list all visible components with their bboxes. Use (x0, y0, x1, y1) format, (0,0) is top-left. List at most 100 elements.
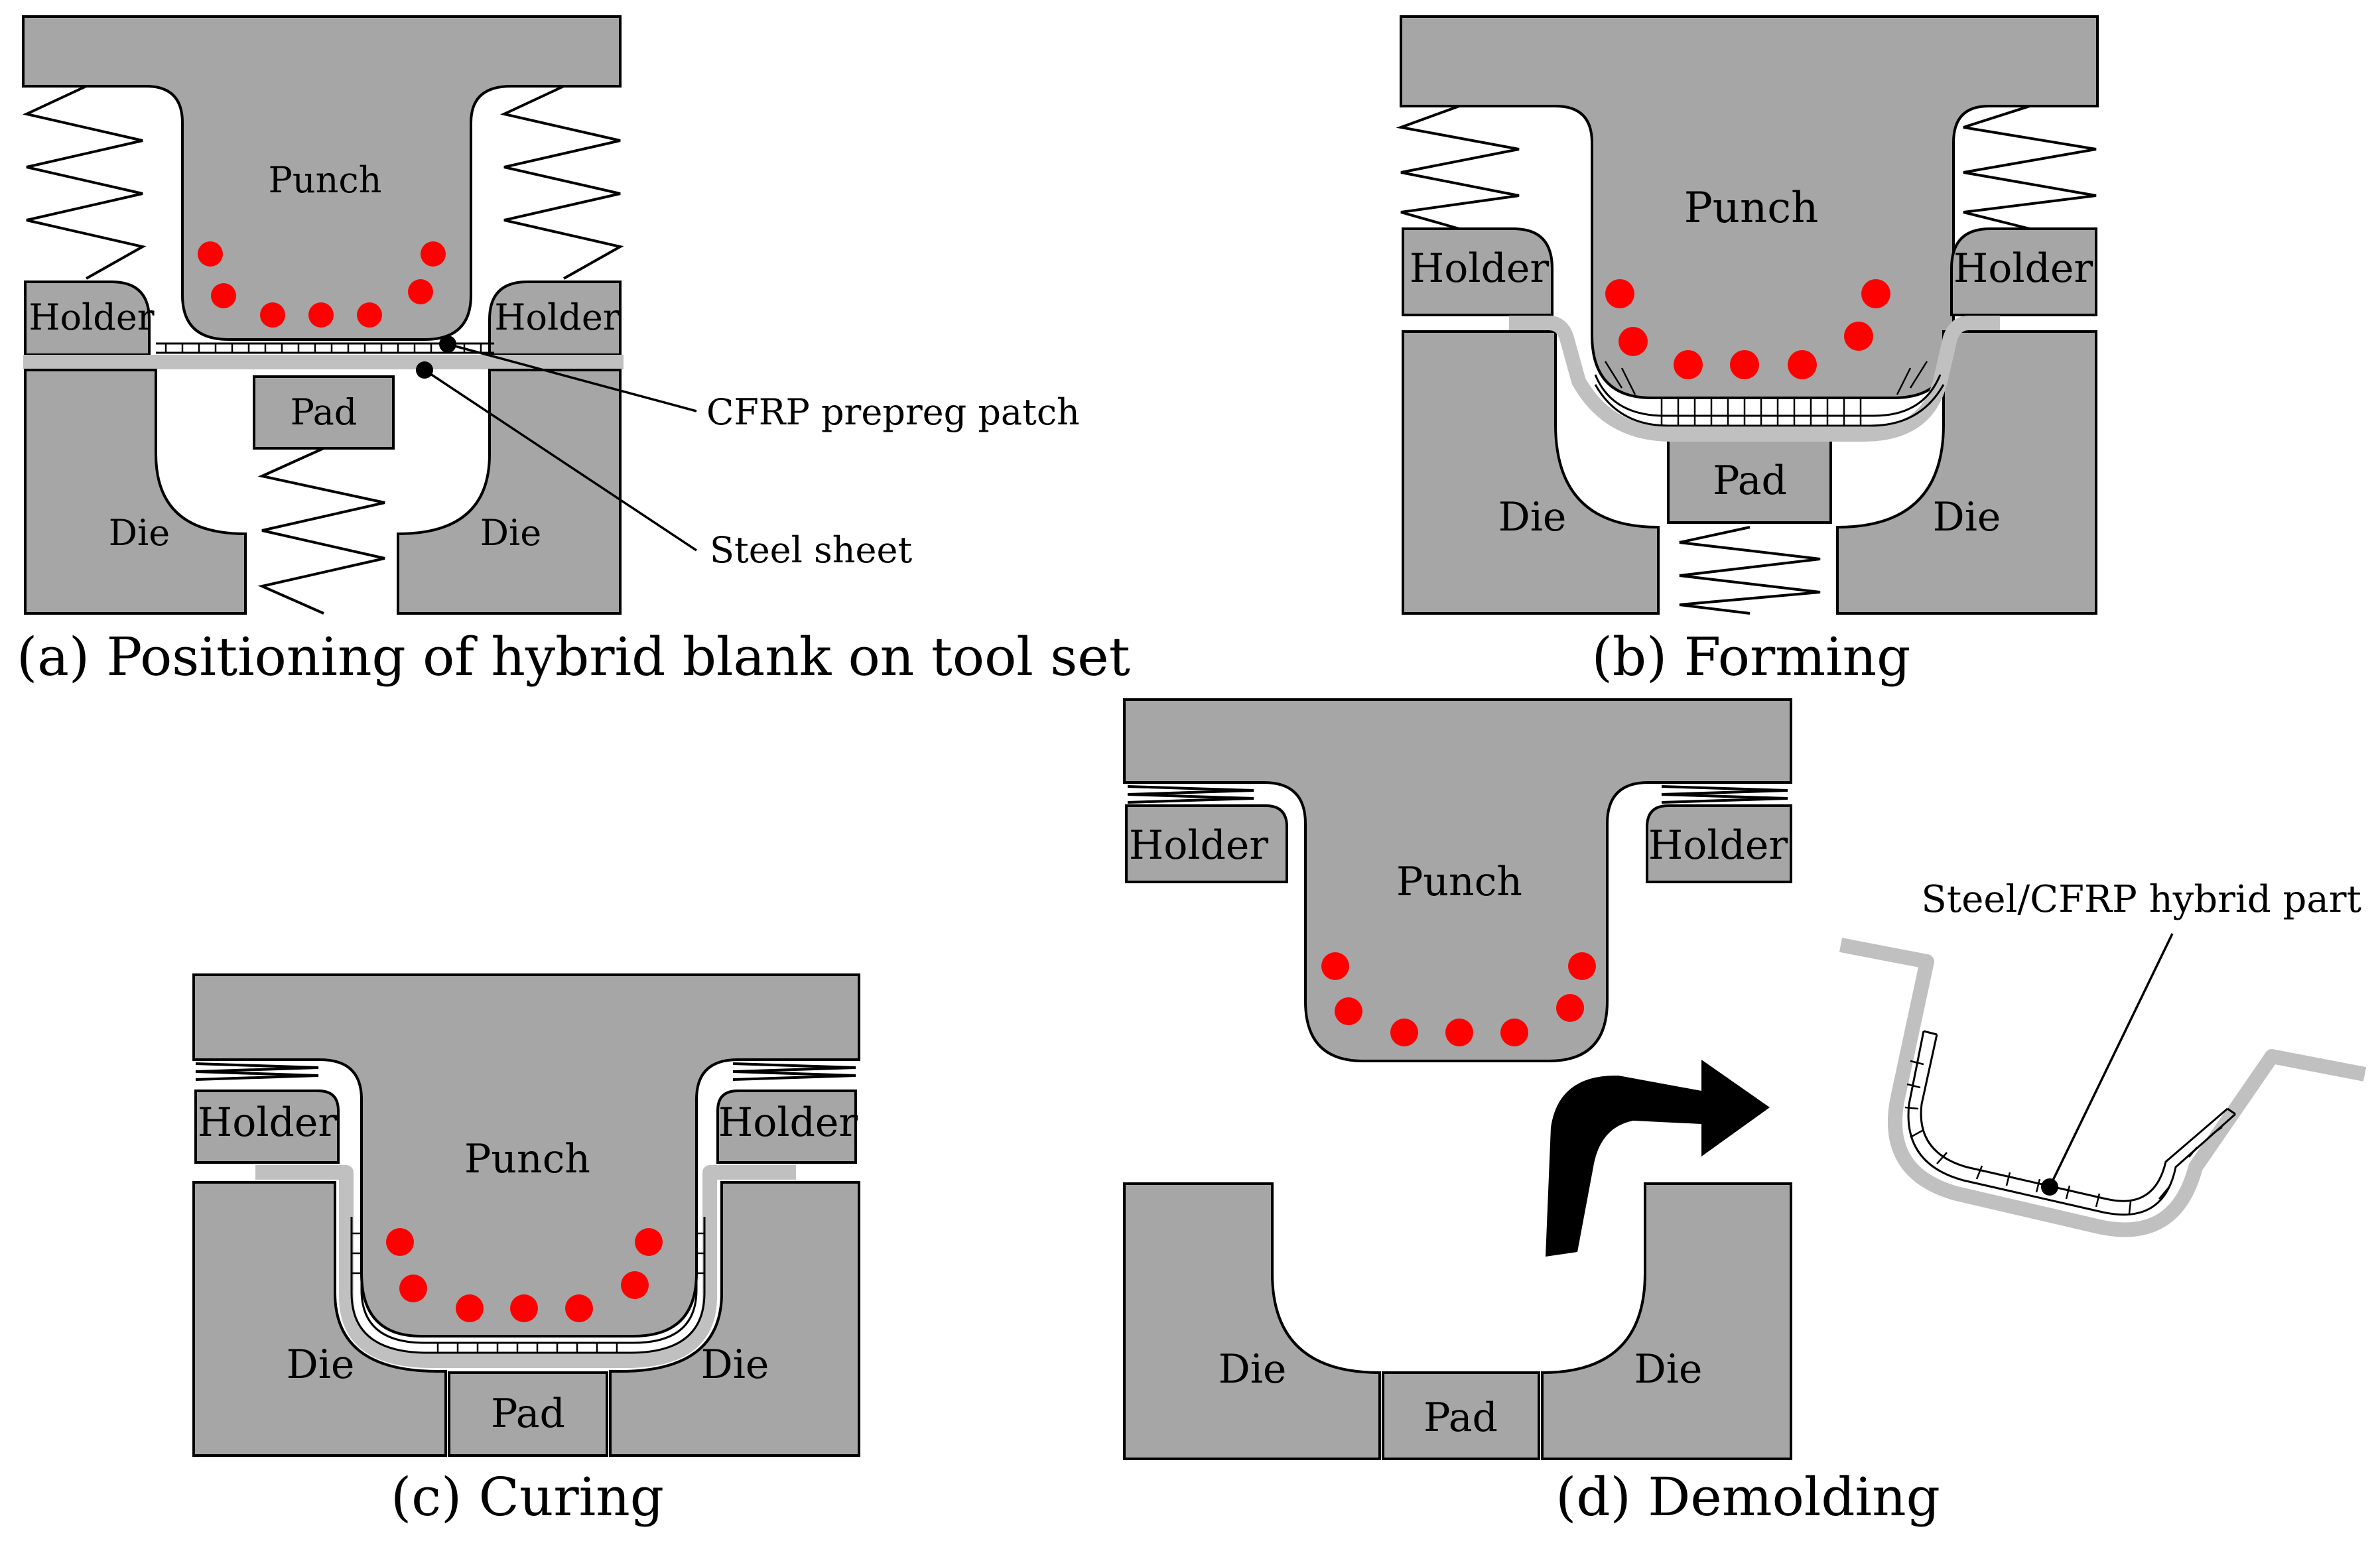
cfrp-annotation: CFRP prepreg patch (706, 391, 1080, 433)
pad (448, 1371, 608, 1457)
heater (386, 1228, 414, 1256)
holder-left (194, 1090, 340, 1164)
hybrid-annotation: Steel/CFRP hybrid part (1921, 878, 2361, 921)
spring (1679, 526, 1821, 615)
heater (1619, 327, 1648, 356)
heater (1500, 1019, 1528, 1046)
heater (1390, 1019, 1418, 1046)
spring (1963, 105, 2097, 230)
hybrid-steel (1839, 938, 2367, 1237)
heater (1730, 350, 1759, 379)
punch (22, 15, 622, 341)
holder-label: Holder (718, 1099, 858, 1146)
holder-left (1402, 227, 1554, 316)
holder-right (1646, 804, 1792, 883)
heater (621, 1271, 649, 1299)
holder-label: Holder (1648, 822, 1788, 869)
steel-sheet (255, 1165, 796, 1368)
die-label: Die (1933, 494, 2001, 540)
panel-a: Punch Holder Holder Pad Die Die CFRP pre… (17, 15, 1130, 688)
heater (408, 279, 433, 304)
die-label: Die (287, 1341, 355, 1388)
punch-label: Punch (269, 159, 382, 201)
heater (1674, 350, 1703, 379)
die-left (1402, 330, 1660, 615)
heater (456, 1294, 484, 1322)
holder-right (716, 1090, 857, 1164)
steel-sheet (1509, 316, 2000, 442)
heater (1605, 279, 1634, 308)
heater (1445, 1019, 1473, 1046)
heater (1556, 994, 1584, 1022)
heater (308, 302, 334, 328)
heater (1568, 952, 1596, 980)
die-right (609, 1181, 860, 1457)
heater-group (198, 241, 446, 328)
die-left (24, 369, 247, 615)
heater (421, 241, 446, 267)
spring (499, 85, 624, 280)
panel-c: Punch Holder Holder Pad Die Die (c) Curi… (192, 973, 860, 1528)
cfrp-patch (1594, 361, 1945, 427)
heater (211, 283, 236, 308)
heater-group (1321, 952, 1596, 1046)
holder-right (1950, 227, 2097, 316)
cfrp-patch (350, 1217, 706, 1354)
heater (260, 302, 285, 328)
punch-label: Punch (1684, 184, 1819, 233)
die-left (1123, 1182, 1381, 1460)
heater (1321, 952, 1349, 980)
heater (565, 1294, 593, 1322)
holder-label: Holder (198, 1099, 338, 1146)
die-label: Die (1498, 494, 1567, 540)
pad (1382, 1371, 1540, 1460)
panel-d: Punch Holder Holder Pad Die Die Steel/CF… (1123, 698, 2367, 1528)
die-label: Die (1634, 1346, 1703, 1393)
pad-label: Pad (1423, 1395, 1498, 1441)
steel-leader (424, 369, 697, 552)
holder-label: Holder (1953, 245, 2093, 292)
heater (198, 241, 223, 267)
holder-left (1125, 804, 1288, 883)
spring (1127, 785, 1788, 804)
heater (357, 302, 382, 328)
holder-label: Holder (29, 296, 154, 338)
spring (257, 447, 385, 615)
die-right (397, 369, 622, 615)
caption-c: (c) Curing (391, 1466, 664, 1528)
heater-group (386, 1228, 663, 1322)
spring (22, 85, 147, 280)
punch (1123, 698, 1792, 1062)
caption-d: (d) Demolding (1555, 1466, 1940, 1528)
hybrid-leader (2048, 933, 2174, 1188)
die-label: Die (480, 512, 542, 554)
punch-label: Punch (1396, 859, 1522, 905)
holder-label: Holder (494, 296, 620, 338)
punch (192, 973, 860, 1338)
pad-label: Pad (491, 1391, 565, 1437)
cfrp-leader (447, 343, 697, 412)
holder-label: Holder (1129, 822, 1269, 869)
die-label: Die (1219, 1346, 1287, 1393)
caption-a: (a) Positioning of hybrid blank on tool … (17, 626, 1130, 688)
punch-label: Punch (464, 1136, 590, 1182)
panel-b: Punch Holder Holder Pad Die Die (b) Form… (1396, 15, 2099, 688)
die-right (1836, 330, 2097, 615)
heater (399, 1275, 427, 1302)
die-label: Die (109, 512, 170, 554)
pad-label: Pad (1713, 458, 1787, 504)
pad-label: Pad (291, 391, 358, 433)
heater (635, 1228, 663, 1256)
hybrid-part (1839, 938, 2367, 1237)
heater (1335, 997, 1362, 1025)
caption-b: (b) Forming (1592, 626, 1911, 688)
heater (510, 1294, 538, 1322)
holder-label: Holder (1410, 245, 1550, 292)
die-label: Die (701, 1341, 769, 1388)
heater (1861, 279, 1890, 308)
die-right (1541, 1182, 1792, 1460)
spring (1396, 105, 1520, 230)
heater (1844, 322, 1873, 351)
spring (195, 1062, 856, 1081)
die-left (192, 1181, 447, 1457)
